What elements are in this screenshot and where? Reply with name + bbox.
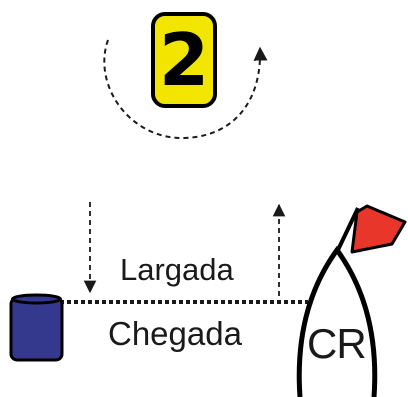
mark-number-label: 2: [158, 18, 210, 102]
rounding-arrow-icon: [103, 39, 268, 140]
finish-label: Chegada: [108, 315, 242, 352]
committee-boat-label: CR: [307, 320, 367, 367]
mark-2-buoy: [151, 12, 217, 108]
start-label: Largada: [120, 252, 234, 287]
buoy-icon: [9, 293, 64, 362]
flag-icon: [335, 204, 407, 254]
